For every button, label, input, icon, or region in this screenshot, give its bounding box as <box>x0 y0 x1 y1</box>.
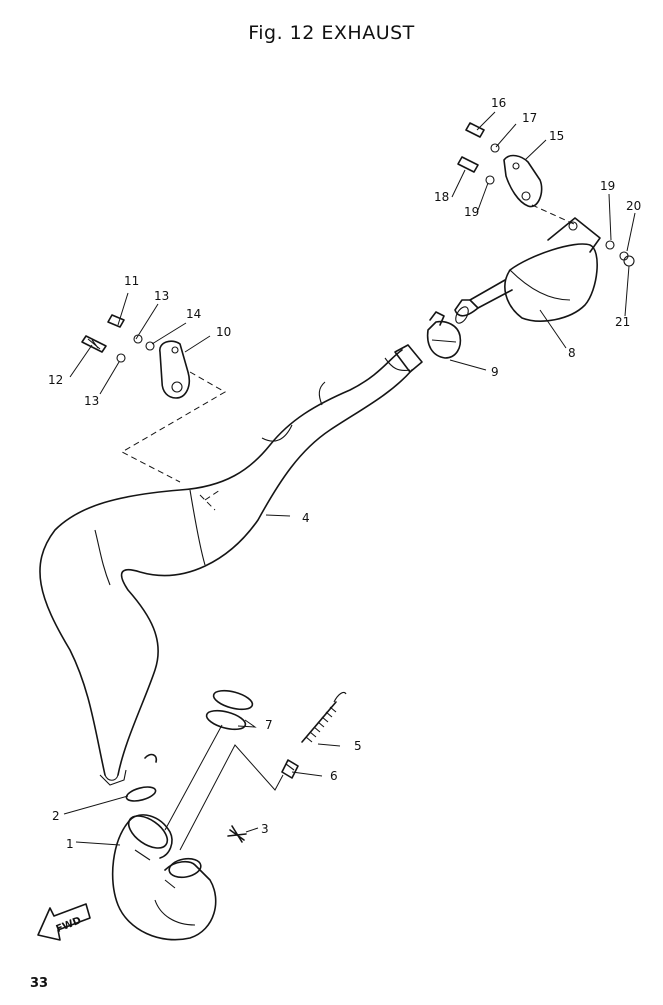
callout-labels: 1 2 3 4 5 6 7 8 9 10 11 12 13 13 14 15 1… <box>48 96 641 851</box>
leader-lines <box>63 111 636 846</box>
callout-20: 20 <box>626 199 641 213</box>
callout-11: 11 <box>124 274 139 288</box>
callout-12: 12 <box>48 373 63 387</box>
clamp <box>426 311 462 359</box>
callout-9: 9 <box>491 365 499 379</box>
callout-16: 16 <box>491 96 506 110</box>
callout-13-lower: 13 <box>84 394 99 408</box>
callout-8: 8 <box>568 346 576 360</box>
callout-21: 21 <box>615 315 630 329</box>
silencer <box>454 217 601 324</box>
exhaust-pipe <box>39 344 423 786</box>
callout-5: 5 <box>354 739 362 753</box>
callout-13-upper: 13 <box>154 289 169 303</box>
fwd-label: FWD <box>55 915 83 935</box>
callout-17: 17 <box>522 111 537 125</box>
bracket-assembly-right <box>457 122 635 267</box>
forward-arrow-icon: FWD <box>37 903 91 941</box>
callout-4: 4 <box>302 511 310 525</box>
exhaust-joint <box>111 786 217 941</box>
callout-7: 7 <box>265 718 273 732</box>
callout-2: 2 <box>52 809 60 823</box>
figure-title: Fig. 12 EXHAUST <box>248 22 415 44</box>
callout-1: 1 <box>66 837 74 851</box>
callout-3: 3 <box>261 822 269 836</box>
callout-14: 14 <box>186 307 201 321</box>
callout-15: 15 <box>549 129 564 143</box>
callout-19-left: 19 <box>464 205 479 219</box>
callout-10: 10 <box>216 325 231 339</box>
bracket-assembly-left <box>81 314 227 483</box>
callout-18: 18 <box>434 190 449 204</box>
callout-6: 6 <box>330 769 338 783</box>
callout-19-right: 19 <box>600 179 615 193</box>
small-parts <box>164 689 347 851</box>
page-number: 33 <box>30 976 49 991</box>
